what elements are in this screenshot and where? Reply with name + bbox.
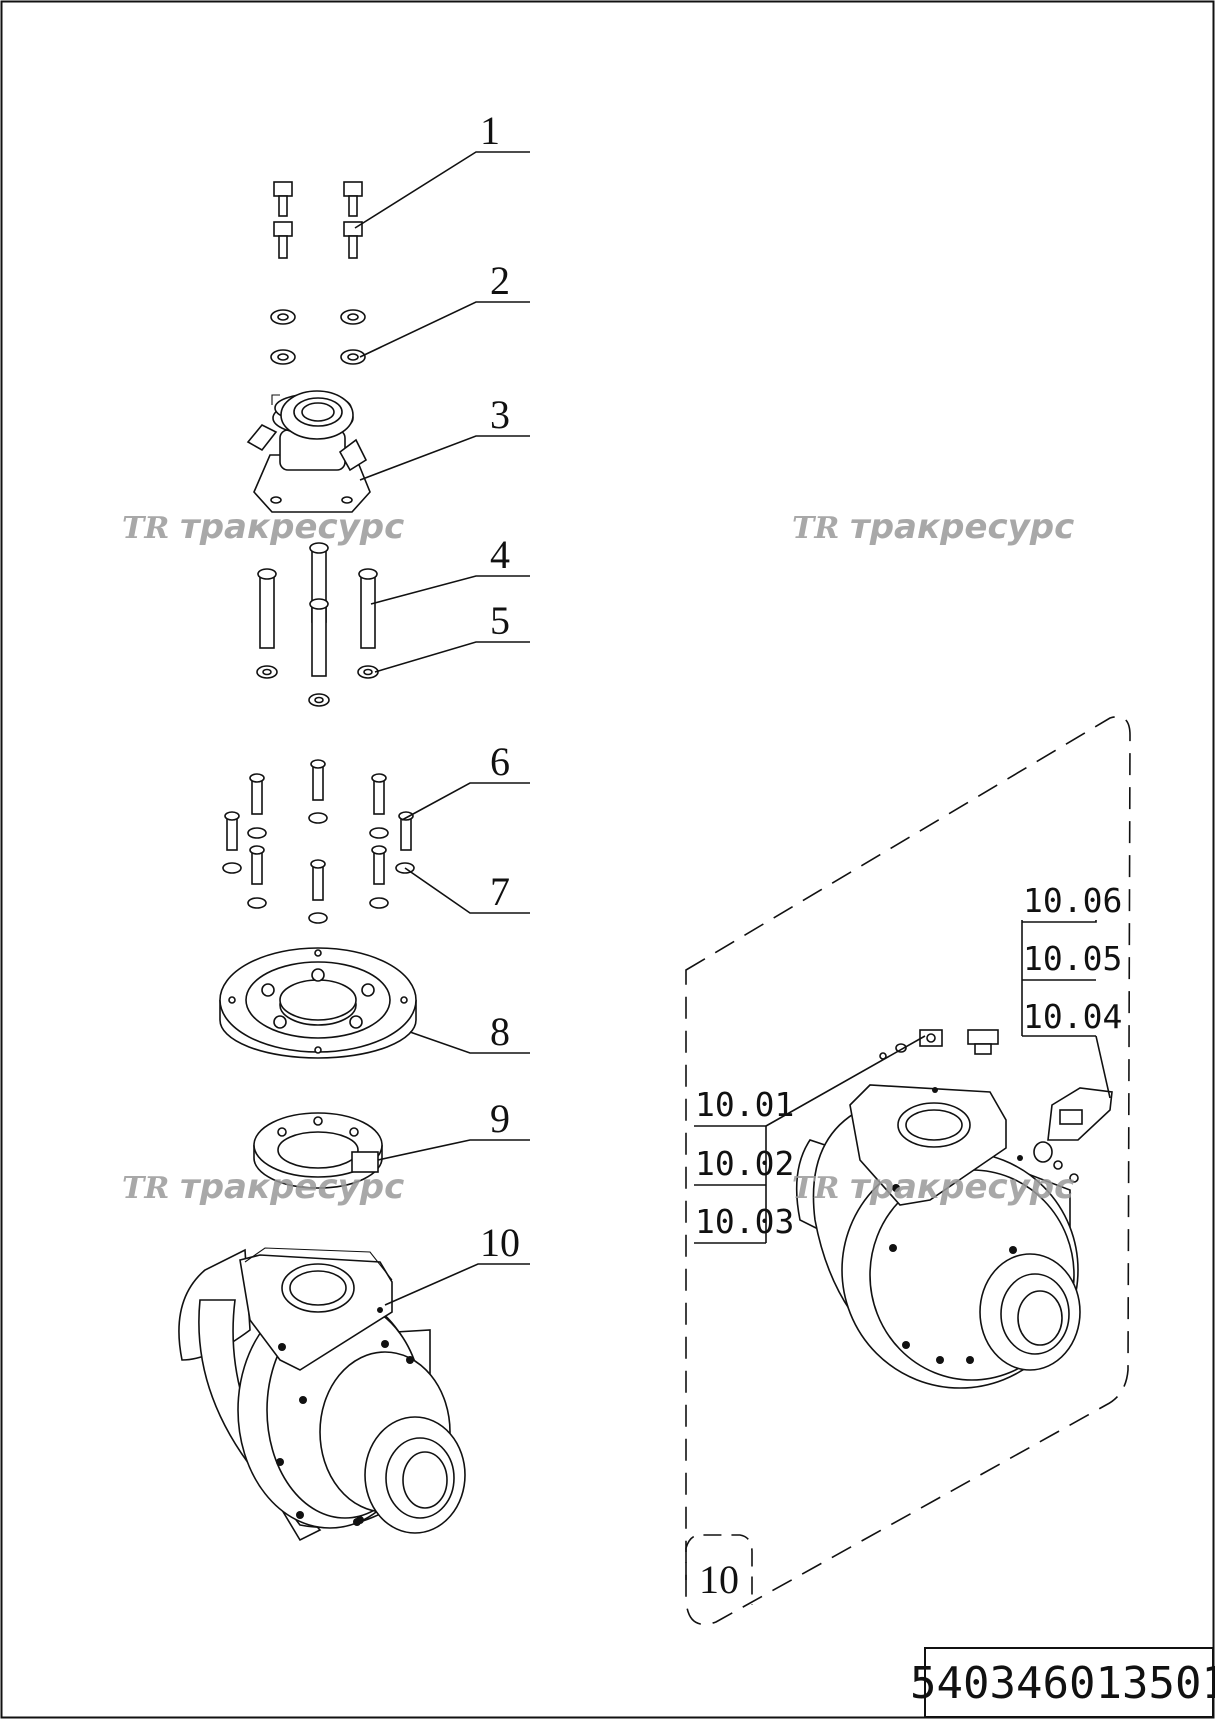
part-5-washers: [256, 665, 379, 707]
kit-item-10-05: 10.05: [1023, 939, 1122, 978]
callout-2: 2: [490, 258, 510, 303]
watermark-logo: TR: [792, 1171, 839, 1206]
callout-1: 1: [480, 108, 500, 153]
part-8-flange: [219, 947, 417, 1059]
watermark-text: тракресурс: [850, 1167, 1074, 1207]
kit-item-10-02: 10.02: [695, 1144, 794, 1183]
kit-10-boundary: [685, 716, 1131, 1626]
kit-item-10-01: 10.01: [695, 1085, 794, 1124]
part-2-washers: [270, 309, 366, 365]
watermark-text: тракресурс: [180, 1167, 404, 1207]
kit-item-10-04: 10.04: [1023, 997, 1122, 1036]
part-4-long-screws: [257, 542, 378, 677]
part-6-socket-screws: [224, 759, 414, 901]
kit-item-10-06: 10.06: [1023, 881, 1122, 920]
part-3-bearing-housing: [246, 390, 371, 513]
callout-6: 6: [490, 739, 510, 784]
watermark-logo: TR: [122, 1171, 169, 1206]
watermark-text: тракресурс: [180, 507, 404, 547]
watermark-2: TR тракресурс: [792, 507, 1074, 547]
drawing-number: 540346013501: [910, 1658, 1215, 1709]
part-9-split-ring: [253, 1112, 383, 1189]
callout-9: 9: [490, 1096, 510, 1141]
watermark-text: тракресурс: [850, 507, 1074, 547]
watermark-1: TR тракресурс: [122, 507, 404, 547]
callout-7: 7: [490, 869, 510, 914]
watermark-3: TR тракресурс: [122, 1167, 404, 1207]
kit-10-hub-assembly: [795, 1029, 1113, 1389]
drawing-number-box: 540346013501: [910, 1647, 1215, 1718]
watermark-4: TR тракресурс: [792, 1167, 1074, 1207]
callout-10: 10: [480, 1220, 520, 1265]
watermark-logo: TR: [122, 511, 169, 546]
callout-4: 4: [490, 532, 510, 577]
callout-8: 8: [490, 1009, 510, 1054]
watermark-logo: TR: [792, 511, 839, 546]
part-callouts: 1 2 3 4 5 6 7 8 9 10: [480, 108, 520, 1265]
leader-lines: [354, 151, 530, 1306]
callout-3: 3: [490, 392, 510, 437]
kit-callouts: 10.06 10.05 10.04 10.01 10.02 10.03 10: [694, 881, 1122, 1602]
kit-item-10-03: 10.03: [695, 1202, 794, 1241]
part-10-hub-housing: [178, 1247, 466, 1542]
callout-5: 5: [490, 598, 510, 643]
part-1-bolts: [273, 181, 363, 259]
kit-label: 10: [699, 1557, 739, 1602]
